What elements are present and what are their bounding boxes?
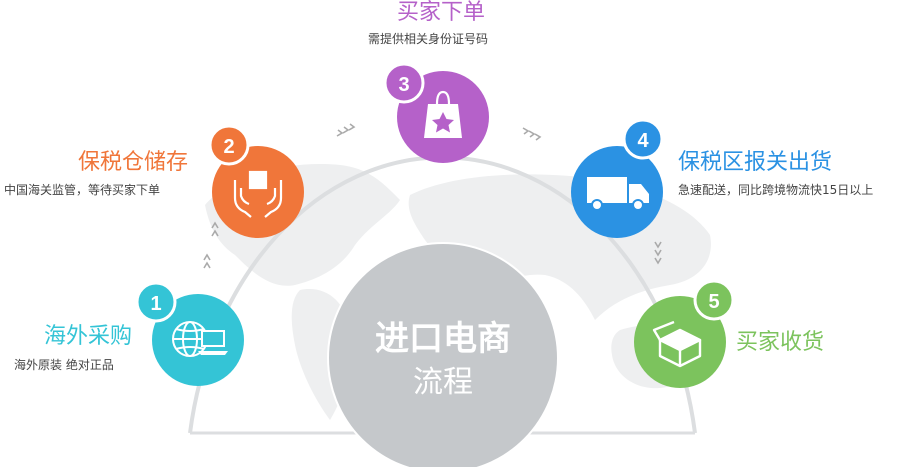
- step-1-node: 1: [135, 281, 244, 386]
- open-box-icon: [652, 320, 702, 368]
- step-3-desc: 需提供相关身份证号码: [368, 32, 489, 46]
- step-2-badge: [208, 124, 250, 166]
- step-5-number: 5: [708, 291, 719, 313]
- globe-laptop-icon: [172, 321, 228, 357]
- step-5-badge: [693, 279, 735, 321]
- step-2-number: 2: [223, 136, 234, 158]
- step-4-badge: [622, 118, 664, 160]
- hands-holding-box-icon: [233, 170, 283, 218]
- step-2-desc: 中国海关监管，等待买家下单: [4, 183, 161, 197]
- step-3-number: 3: [398, 74, 409, 96]
- step-4-node: 4: [571, 118, 664, 238]
- delivery-truck-icon: [587, 177, 649, 211]
- step-2-title: 保税仓储存: [78, 150, 189, 175]
- shopping-bag-star-icon: [424, 90, 462, 138]
- step-3-badge: [383, 62, 425, 104]
- step-5-node: 5: [634, 279, 735, 388]
- step-3-node: 3: [383, 62, 489, 163]
- center-title: 进口电商: [375, 319, 511, 359]
- center-hub: [327, 242, 559, 467]
- step-1-number: 1: [150, 293, 161, 315]
- step-1-title: 海外采购: [44, 324, 133, 349]
- flow-arrows: [203, 123, 662, 269]
- step-1-badge: [135, 281, 177, 323]
- step-1-desc: 海外原装 绝对正品: [14, 358, 114, 372]
- step-2-node: 2: [208, 124, 304, 238]
- step-5-title: 买家收货: [736, 330, 825, 355]
- step-4-number: 4: [637, 130, 649, 152]
- step-4-title: 保税区报关出货: [678, 150, 833, 175]
- step-3-title: 买家下单: [397, 0, 486, 25]
- center-subtitle: 流程: [413, 365, 473, 400]
- step-4-desc: 急速配送，同比跨境物流快15日以上: [678, 183, 874, 197]
